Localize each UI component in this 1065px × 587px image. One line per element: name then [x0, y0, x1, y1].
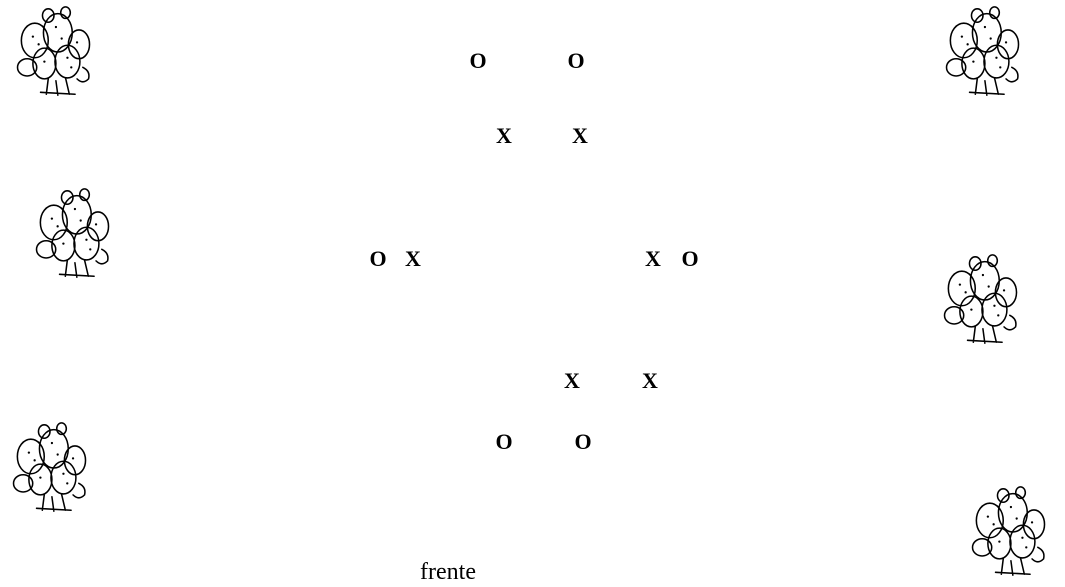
- dancer-x-marker: X: [642, 370, 658, 392]
- cactus-drawing: [25, 186, 121, 282]
- dancer-o-marker: O: [574, 431, 591, 453]
- cactus-drawing: [2, 420, 98, 516]
- cactus-icon: [961, 484, 1057, 580]
- cactus-icon: [6, 4, 102, 100]
- dancer-x-marker: X: [564, 370, 580, 392]
- dancer-o-marker: O: [495, 431, 512, 453]
- front-label: frente: [420, 560, 476, 584]
- dancer-x-marker: X: [572, 125, 588, 147]
- dancer-x-marker: X: [405, 248, 421, 270]
- cactus-drawing: [961, 484, 1057, 580]
- cactus-drawing: [933, 252, 1029, 348]
- cactus-drawing: [6, 4, 102, 100]
- dancer-o-marker: O: [567, 50, 584, 72]
- dancer-o-marker: O: [369, 248, 386, 270]
- cactus-drawing: [935, 4, 1031, 100]
- dancer-x-marker: X: [645, 248, 661, 270]
- dancer-o-marker: O: [469, 50, 486, 72]
- dancer-o-marker: O: [681, 248, 698, 270]
- cactus-icon: [935, 4, 1031, 100]
- cactus-icon: [933, 252, 1029, 348]
- cactus-icon: [25, 186, 121, 282]
- dancer-x-marker: X: [496, 125, 512, 147]
- cactus-icon: [2, 420, 98, 516]
